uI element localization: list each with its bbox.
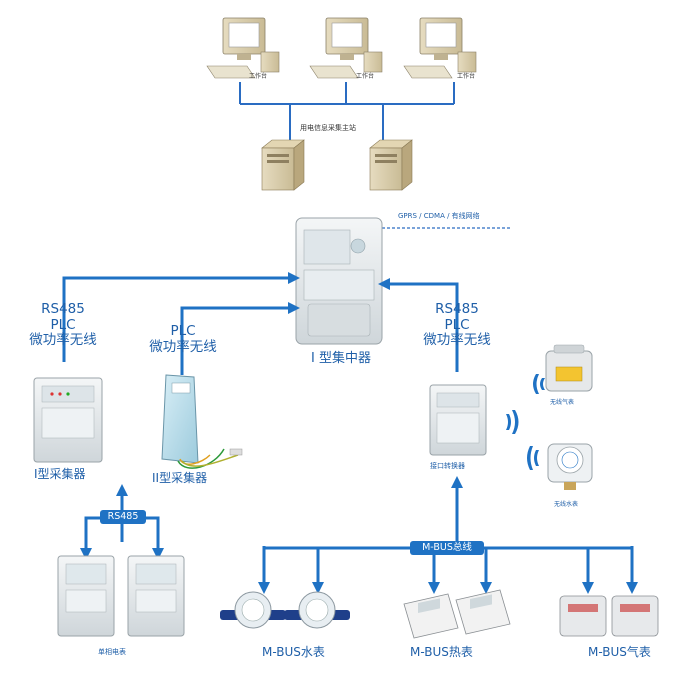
mbus-water-label: M-BUS水表: [262, 645, 325, 659]
mbus-gas-meter-1: [559, 595, 607, 637]
mbus-lines: [258, 476, 638, 594]
left-link-line3: 微功率无线: [29, 332, 97, 349]
right-link-line2: PLC: [444, 316, 470, 333]
water-meter-label: 无线水表: [554, 501, 579, 508]
mbus-heat-meter-2: [455, 589, 511, 635]
concentrator-links: [62, 272, 459, 375]
single-phase-meter-2: [127, 555, 185, 637]
type2-collector-device: [161, 374, 243, 469]
server-1: [261, 139, 305, 191]
left-link-label: RS485 PLC 微功率无线: [22, 301, 104, 349]
workstation-1: [206, 17, 280, 79]
gas-meter-label: 无线气表: [550, 399, 575, 406]
lan-bus: [239, 82, 455, 142]
mbus-gas-meter-2: [611, 595, 659, 637]
concentrator-device: [295, 217, 383, 345]
interface-converter-device: [429, 384, 487, 456]
concentrator-label: I 型集中器: [311, 351, 371, 366]
workstation-3: [403, 17, 477, 79]
mbus-heat-meter-1: [403, 593, 459, 639]
type1-collector-label: I型采集器: [34, 467, 86, 481]
left-link-line1: RS485: [41, 301, 85, 317]
single-meter-label: 单相电表: [98, 648, 126, 656]
mbus-bus-badge: M-BUS总线: [410, 541, 484, 555]
server-2: [369, 139, 413, 191]
right-link-label: RS485 PLC 微功率无线: [414, 301, 500, 349]
mbus-water-meter-2: [284, 591, 350, 629]
wireless-water-meter-device: [547, 443, 593, 490]
mbus-heat-label: M-BUS热表: [410, 645, 473, 659]
workstation-2-label: 工作台: [356, 73, 375, 80]
mbus-water-meter-1: [220, 591, 286, 629]
workstation-2: [309, 17, 383, 79]
left-link-line2: PLC: [50, 316, 76, 333]
wireless-gas-meter-device: [545, 344, 593, 392]
mid-link-line1: PLC: [170, 323, 196, 339]
server-label: 用电信息采集主站: [300, 124, 356, 132]
right-link-line3: 微功率无线: [423, 332, 491, 349]
workstation-3-label: 工作台: [457, 73, 476, 80]
rs485-badge: RS485: [100, 510, 146, 524]
mbus-gas-label: M-BUS气表: [588, 645, 651, 659]
mid-link-label: PLC 微功率无线: [138, 323, 228, 355]
type1-collector-device: [33, 377, 103, 463]
right-link-line1: RS485: [435, 301, 479, 317]
interface-converter-label: 接口转换器: [430, 462, 465, 470]
workstation-1-label: 工作台: [249, 73, 268, 80]
wireless-waves: [506, 374, 545, 470]
network-label: GPRS / CDMA / 有线网络: [398, 212, 480, 220]
single-phase-meter-1: [57, 555, 115, 637]
type2-collector-label: II型采集器: [152, 471, 208, 485]
mid-link-line2: 微功率无线: [149, 338, 217, 355]
